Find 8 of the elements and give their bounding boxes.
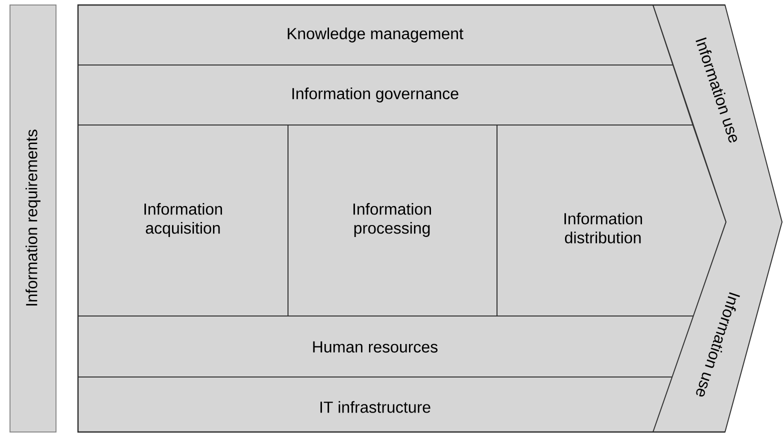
layer-band: Knowledge management <box>78 4 674 66</box>
layer-band: IT infrastructure <box>78 376 674 432</box>
activity-box: Information acquisition <box>78 124 288 316</box>
node-label: IT infrastructure <box>320 401 430 413</box>
side-bar: Information requirements <box>10 4 56 432</box>
layer-band: Human resources <box>78 316 695 378</box>
activity-box: Information processing <box>288 124 498 316</box>
layer-band: Information governance <box>78 64 694 126</box>
